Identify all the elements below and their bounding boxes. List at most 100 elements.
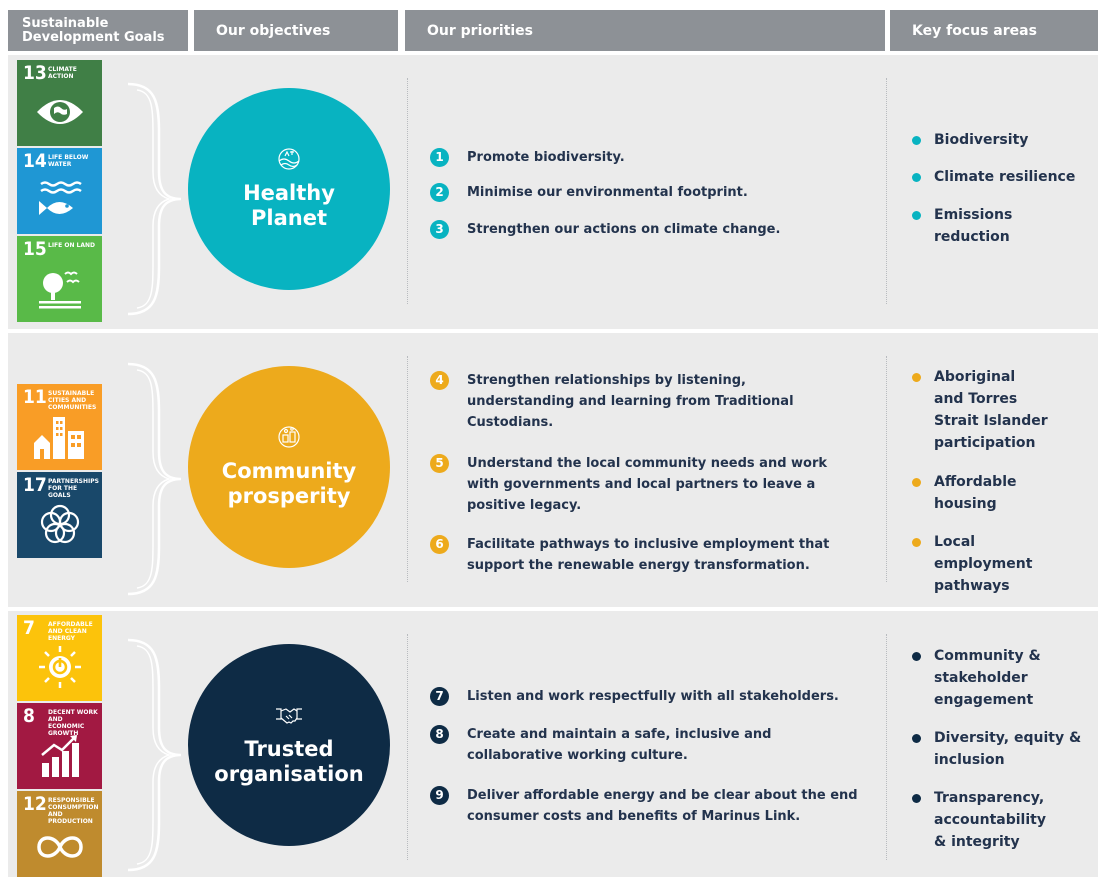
- priority-text: Promote biodiversity.: [467, 150, 625, 165]
- divider: [886, 78, 887, 304]
- priority-number: 4: [430, 371, 449, 390]
- focus-item: Emissions reduction: [912, 204, 1082, 248]
- infinity-icon: [29, 827, 90, 867]
- priority-number: 7: [430, 687, 449, 706]
- priority-item: 4 Strengthen relationships by listening,…: [430, 370, 860, 433]
- objective-title: Trusted organisation: [214, 737, 364, 786]
- sdg-number: 12: [23, 793, 47, 815]
- community-icon: [278, 426, 300, 448]
- priority-item: 6 Facilitate pathways to inclusive emplo…: [430, 534, 860, 576]
- sdg-name: DECENT WORK AND ECONOMIC GROWTH: [48, 709, 98, 737]
- landscape-icon: [278, 148, 300, 170]
- focus-text: Aboriginal and Torres Strait Islander pa…: [934, 369, 1048, 451]
- objective-title: Community prosperity: [221, 459, 357, 508]
- brace-trusted-organisation: [127, 638, 182, 872]
- focus-text: Local employment pathways: [934, 534, 1033, 594]
- sdg-name: RESPONSIBLE CONSUMPTION AND PRODUCTION: [48, 797, 99, 825]
- bullet-dot: [912, 136, 921, 145]
- city-buildings-icon: [29, 412, 90, 460]
- sdg-tile-11: 11 SUSTAINABLE CITIES AND COMMUNITIES: [17, 384, 102, 470]
- sdg-name: CLIMATE ACTION: [48, 66, 77, 80]
- header-priorities: Our priorities: [405, 10, 885, 51]
- earth-eye-icon: [29, 88, 90, 136]
- priority-text: Listen and work respectfully with all st…: [467, 689, 839, 704]
- sdg-number: 7: [23, 617, 35, 639]
- sdg-name: LIFE ON LAND: [48, 242, 96, 249]
- focus-item: Community & stakeholder engagement: [912, 645, 1082, 711]
- priority-item: 3 Strengthen our actions on climate chan…: [430, 219, 860, 240]
- focus-item: Climate resilience: [912, 166, 1082, 188]
- focus-item: Diversity, equity & inclusion: [912, 727, 1082, 771]
- priority-number: 6: [430, 535, 449, 554]
- divider: [886, 634, 887, 860]
- divider: [407, 356, 408, 582]
- priority-text: Understand the local community needs and…: [467, 456, 828, 513]
- objective-community-prosperity: Community prosperity: [188, 366, 390, 568]
- sdg-tile-15: 15 LIFE ON LAND: [17, 236, 102, 322]
- priority-text: Deliver affordable energy and be clear a…: [467, 788, 858, 824]
- sdg-number: 17: [23, 474, 47, 496]
- priority-number: 8: [430, 725, 449, 744]
- focus-item: Transparency, accountability & integrity: [912, 787, 1082, 853]
- focus-item: Affordable housing: [912, 471, 1082, 515]
- priority-number: 5: [430, 454, 449, 473]
- sdg-name: SUSTAINABLE CITIES AND COMMUNITIES: [48, 390, 97, 411]
- sdg-name: LIFE BELOW WATER: [48, 154, 89, 168]
- divider: [407, 634, 408, 860]
- priority-text: Create and maintain a safe, inclusive an…: [467, 727, 772, 763]
- priority-text: Facilitate pathways to inclusive employm…: [467, 537, 830, 573]
- sdg-name: PARTNERSHIPS FOR THE GOALS: [48, 478, 99, 499]
- bullet-dot: [912, 373, 921, 382]
- interlocking-rings-icon: [29, 500, 90, 548]
- sdg-number: 11: [23, 386, 47, 408]
- header-sdg: Sustainable Development Goals: [8, 10, 188, 51]
- sdg-tile-7: 7 AFFORDABLE AND CLEAN ENERGY: [17, 615, 102, 701]
- focus-item: Local employment pathways: [912, 531, 1082, 594]
- brace-community-prosperity: [127, 362, 182, 596]
- divider: [407, 78, 408, 304]
- bullet-dot: [912, 538, 921, 547]
- priority-item: 9 Deliver affordable energy and be clear…: [430, 785, 860, 827]
- focus-item: Aboriginal and Torres Strait Islander pa…: [912, 366, 1082, 454]
- bullet-dot: [912, 173, 921, 182]
- focus-text: Climate resilience: [934, 169, 1076, 185]
- sdg-number: 8: [23, 705, 35, 727]
- sdg-number: 15: [23, 238, 47, 260]
- objective-trusted-organisation: Trusted organisation: [188, 644, 390, 846]
- focus-text: Affordable housing: [934, 474, 1017, 512]
- sdg-name: AFFORDABLE AND CLEAN ENERGY: [48, 621, 93, 642]
- bullet-dot: [912, 794, 921, 803]
- priority-item: 5 Understand the local community needs a…: [430, 453, 860, 516]
- priority-number: 2: [430, 183, 449, 202]
- priority-text: Strengthen relationships by listening, u…: [467, 373, 794, 430]
- objective-healthy-planet: Healthy Planet: [188, 88, 390, 290]
- sdg-number: 13: [23, 62, 47, 84]
- focus-text: Biodiversity: [934, 132, 1029, 148]
- tree-birds-icon: [29, 264, 90, 312]
- bullet-dot: [912, 478, 921, 487]
- priority-number: 3: [430, 220, 449, 239]
- priority-item: 1 Promote biodiversity.: [430, 147, 860, 168]
- priority-text: Strengthen our actions on climate change…: [467, 222, 781, 237]
- sdg-tile-17: 17 PARTNERSHIPS FOR THE GOALS: [17, 472, 102, 558]
- bullet-dot: [912, 734, 921, 743]
- focus-text: Transparency, accountability & integrity: [934, 790, 1046, 850]
- priority-number: 9: [430, 786, 449, 805]
- objective-title: Healthy Planet: [243, 181, 335, 230]
- sdg-tile-8: 8 DECENT WORK AND ECONOMIC GROWTH: [17, 703, 102, 789]
- header-objectives: Our objectives: [194, 10, 398, 51]
- priority-item: 8 Create and maintain a safe, inclusive …: [430, 724, 860, 766]
- growth-bars-icon: [29, 731, 90, 779]
- priority-number: 1: [430, 148, 449, 167]
- sdg-tile-14: 14 LIFE BELOW WATER: [17, 148, 102, 234]
- divider: [886, 356, 887, 582]
- focus-text: Community & stakeholder engagement: [934, 648, 1041, 708]
- bullet-dot: [912, 652, 921, 661]
- priority-item: 2 Minimise our environmental footprint.: [430, 182, 860, 203]
- focus-text: Emissions reduction: [934, 207, 1013, 245]
- priority-text: Minimise our environmental footprint.: [467, 185, 748, 200]
- sdg-number: 14: [23, 150, 47, 172]
- sun-power-icon: [29, 643, 90, 691]
- header-focus: Key focus areas: [890, 10, 1098, 51]
- fish-waves-icon: [29, 176, 90, 224]
